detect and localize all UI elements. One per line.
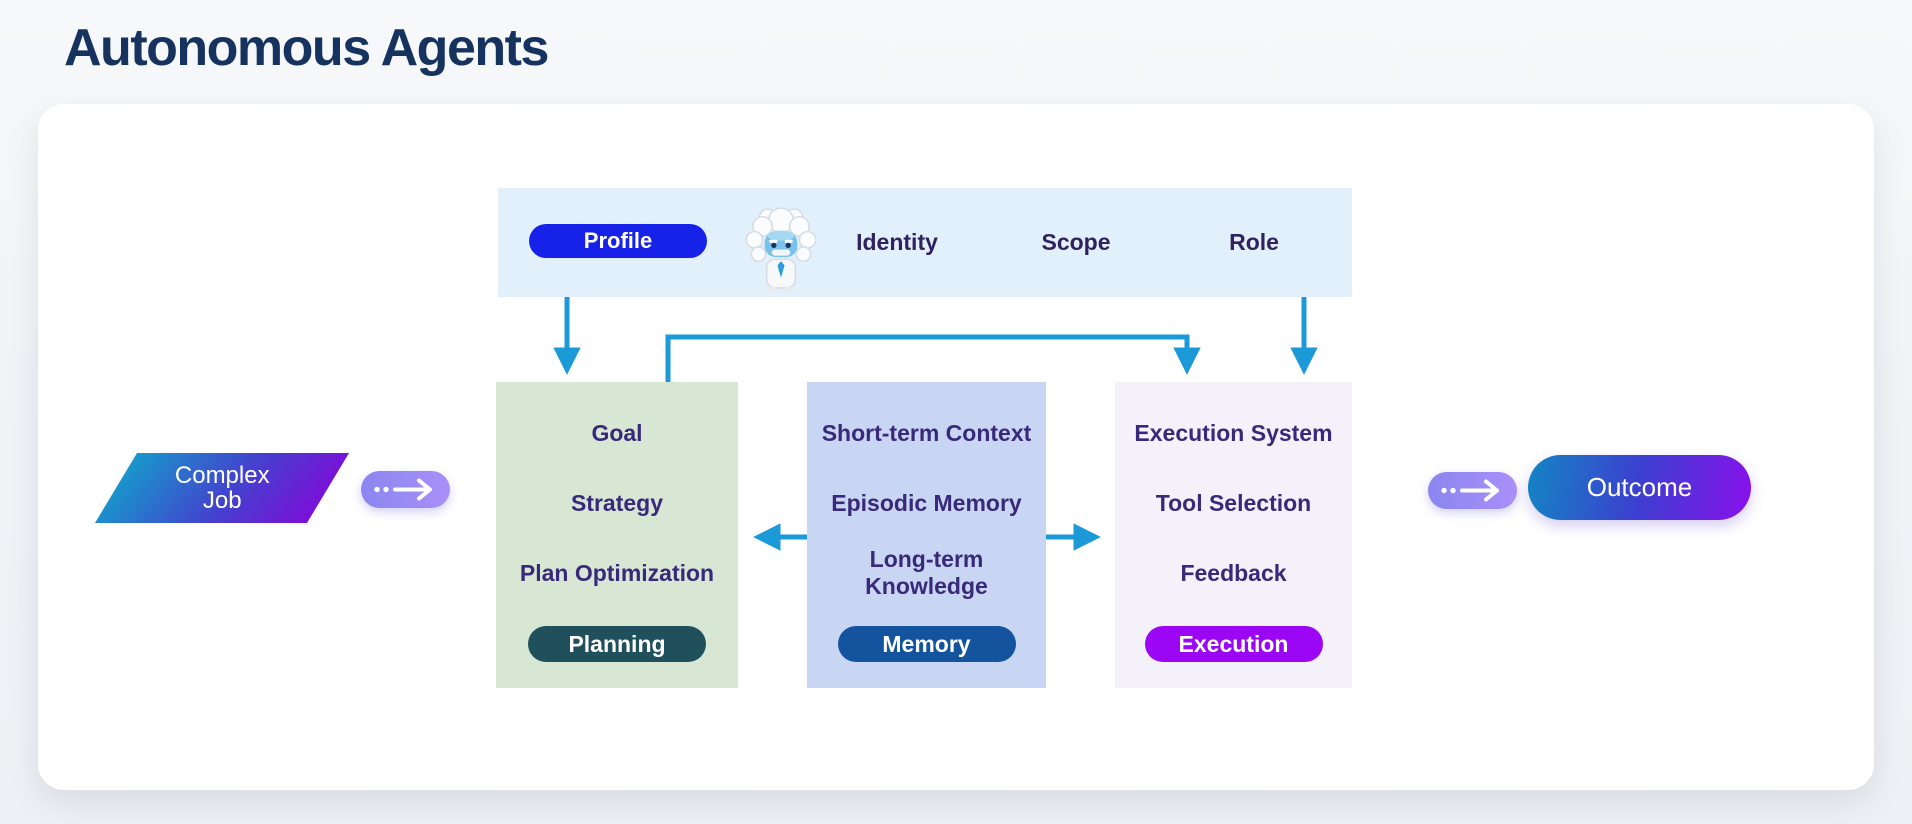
outcome-pill: Outcome	[1528, 455, 1751, 520]
profile-bar: Profile Identity Scope Role	[498, 188, 1352, 297]
complex-job-label-line2: Job	[202, 487, 242, 514]
execution-item: Tool Selection	[1155, 489, 1312, 516]
memory-badge: Memory	[837, 626, 1016, 662]
bar-label-identity: Identity	[856, 229, 938, 255]
profile-badge: Profile	[529, 224, 707, 258]
planning-item: Goal	[591, 419, 643, 446]
complex-job-shape: Complex Job	[94, 453, 350, 523]
planning-item: Strategy	[570, 489, 664, 516]
execution-item: Execution System	[1134, 419, 1333, 446]
transition-arrow-right-icon	[1428, 472, 1517, 509]
transition-arrow-left-icon	[361, 471, 450, 508]
planning-item: Plan Optimization	[519, 559, 715, 586]
execution-badge: Execution	[1144, 626, 1323, 662]
bar-label-role: Role	[1229, 229, 1279, 255]
memory-item: Short-term Context	[821, 419, 1032, 446]
arrow-planning-to-execution	[665, 334, 1201, 382]
planning-badge: Planning	[528, 626, 706, 662]
einstein-mascot-icon	[745, 207, 817, 293]
page-title: Autonomous Agents	[64, 19, 549, 77]
content-card: Profile Identity Scope Role	[38, 104, 1874, 790]
bar-label-scope: Scope	[1041, 229, 1111, 255]
planning-box: Goal Strategy Plan Optimization Planning	[496, 382, 738, 688]
execution-item: Feedback	[1180, 559, 1287, 586]
memory-box: Short-term Context Episodic Memory Long-…	[807, 382, 1046, 688]
execution-box: Execution System Tool Selection Feedback…	[1115, 382, 1352, 688]
complex-job-label-line1: Complex	[174, 461, 270, 489]
memory-item: Episodic Memory	[831, 489, 1022, 516]
memory-item: Long-term Knowledge	[865, 546, 988, 599]
